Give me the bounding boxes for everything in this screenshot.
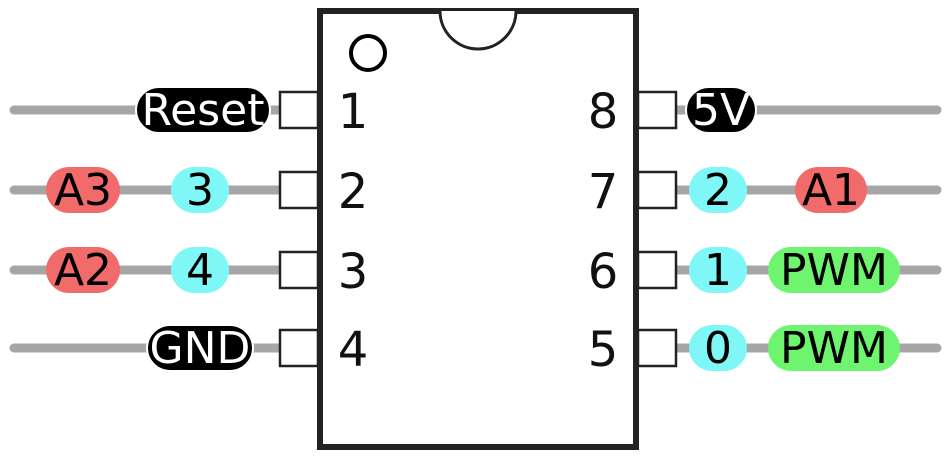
label-pin-7-2-background [689,167,747,213]
chip-notch [438,10,518,51]
label-pin-5-pwm: PWM [768,323,900,374]
pin-pad-8 [636,90,678,130]
label-pin-6-1: 1 [689,245,747,296]
label-pin-7-a1-text: A1 [802,165,860,216]
label-pin-4-gnd: GND [146,323,254,374]
pin-number-5: 5 [588,322,619,378]
label-pin-2-a3: A3 [46,165,120,216]
pin-pad-3 [278,250,320,290]
pin-pad-7 [636,170,678,210]
label-pin-6-pwm-background [768,247,900,293]
pin-number-8: 8 [588,84,619,140]
label-pin-5-0-background [689,325,747,371]
label-pin-7-2-text: 2 [704,165,732,216]
label-pin-3-4-text: 4 [186,245,214,296]
label-pin-5-0-text: 0 [704,323,732,374]
label-pin-2-3: 3 [171,165,229,216]
label-pin-5-pwm-background [768,325,900,371]
pin-number-2: 2 [338,164,369,220]
label-pin-3-a2: A2 [46,245,120,296]
label-pin-3-a2-background [46,247,120,293]
label-pin-2-3-text: 3 [186,165,214,216]
label-pin-2-3-background [171,167,229,213]
pin-pad-1 [278,90,320,130]
label-pin-1-reset-background [135,86,271,134]
label-pin-2-a3-text: A3 [54,165,112,216]
label-pin-8-5v: 5V [685,85,757,136]
chip-body [317,8,639,450]
pin-pad-2 [278,170,320,210]
pin-pad-6 [636,250,678,290]
pin-number-3: 3 [338,244,369,300]
label-pin-3-4: 4 [171,245,229,296]
label-pin-4-gnd-background [146,324,254,372]
label-pin-1-reset-text: Reset [142,85,265,136]
label-pin-7-2: 2 [689,165,747,216]
label-pin-6-pwm-text: PWM [780,245,888,296]
label-pin-5-pwm-text: PWM [780,323,888,374]
pin-number-7: 7 [588,164,619,220]
label-pin-3-4-background [171,247,229,293]
label-pin-8-5v-background [685,86,757,134]
pin-number-1: 1 [338,84,369,140]
pin-number-4: 4 [338,322,369,378]
pin1-dot-marker [349,34,387,72]
label-pin-1-reset: Reset [135,85,271,136]
label-pin-3-a2-text: A2 [54,245,112,296]
label-pin-8-5v-text: 5V [692,85,750,136]
label-pin-5-0: 0 [689,323,747,374]
label-pin-6-1-background [689,247,747,293]
label-pin-6-1-text: 1 [704,245,732,296]
label-pin-7-a1: A1 [795,165,867,216]
label-pin-2-a3-background [46,167,120,213]
pin-pad-4 [278,328,320,368]
pin-number-6: 6 [588,244,619,300]
pin-pad-5 [636,328,678,368]
label-pin-6-pwm: PWM [768,245,900,296]
label-pin-7-a1-background [795,167,867,213]
label-pin-4-gnd-text: GND [150,323,251,374]
